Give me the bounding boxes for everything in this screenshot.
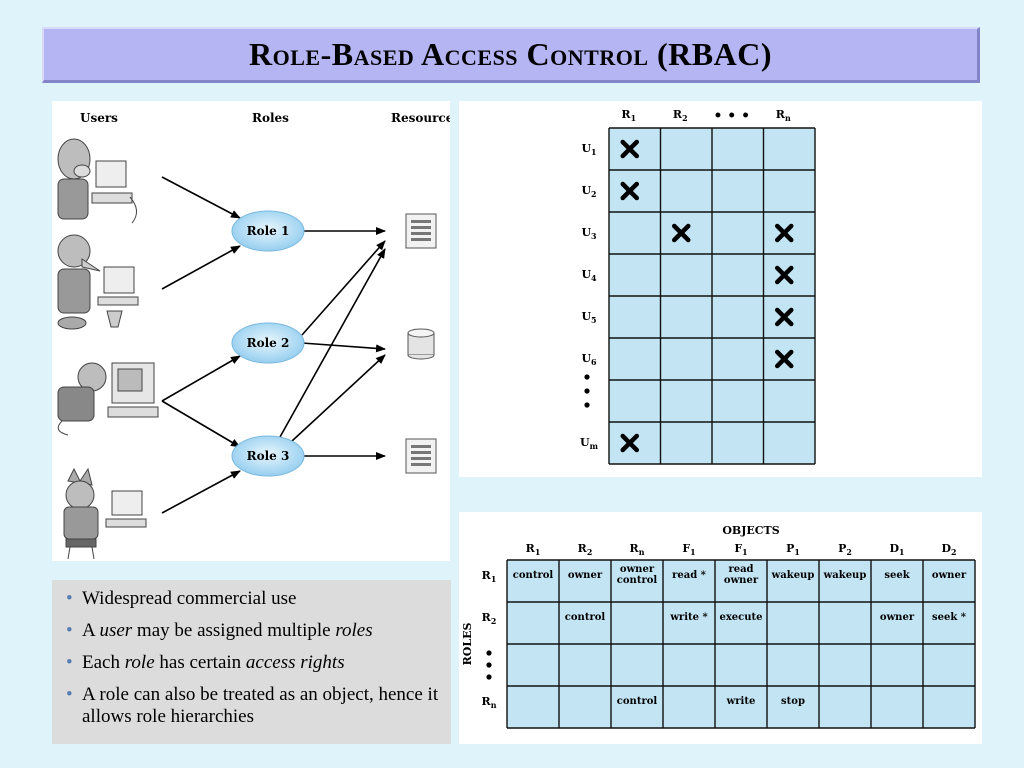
rbac-diagram-panel: Users Roles Resources (52, 101, 460, 561)
matrix-row-ellipsis (584, 374, 590, 408)
assignment-x-mark (775, 307, 794, 327)
resources-header: Resources (391, 111, 450, 125)
assignment-x-mark (620, 139, 639, 159)
role-label-3: Role 3 (247, 449, 290, 463)
role-node-3: Role 3 (231, 435, 305, 477)
bullet-list: Widespread commercial use A user may be a… (62, 588, 441, 728)
role-node-2: Role 2 (231, 322, 305, 364)
access-right-cell: write (726, 696, 756, 707)
document-resource-icon (405, 213, 437, 249)
access-column-header: R1 (526, 542, 541, 557)
access-right-cell: execute (719, 612, 762, 623)
matrix-row-header: U5 (581, 310, 596, 325)
access-right-cell: owner (932, 570, 967, 581)
access-right-cell: read * (672, 570, 707, 581)
access-right-cell: control (513, 570, 554, 581)
assignment-x-mark (672, 223, 691, 243)
access-right-cell: wakeup (823, 570, 867, 581)
matrix-column-header: R2 (673, 108, 688, 123)
bullet-item: Each role has certain access rights (62, 652, 441, 674)
objects-axis-label: OBJECTS (722, 524, 779, 537)
access-right-cell: seek (884, 570, 910, 581)
users-header: Users (80, 111, 118, 125)
access-right-cell: owner (568, 570, 603, 581)
matrix-row-header: U4 (581, 268, 597, 283)
access-column-header: D2 (941, 542, 956, 557)
user-figure-2 (57, 234, 139, 330)
matrix-row-header: Um (580, 436, 599, 451)
bullet-list-panel: Widespread commercial use A user may be a… (52, 580, 451, 744)
access-right-cell: control (565, 612, 606, 623)
matrix-column-header: R1 (621, 108, 636, 123)
access-right-cell: seek * (932, 612, 967, 623)
bullet-item: Widespread commercial use (62, 588, 441, 610)
matrix-column-header: Rn (776, 108, 791, 123)
role-label-2: Role 2 (247, 336, 290, 350)
matrix-row-header: U1 (581, 142, 596, 157)
document-resource-icon (405, 438, 437, 474)
roles-header: Roles (252, 111, 289, 125)
access-column-header: P1 (786, 542, 800, 557)
user-figure-4 (63, 467, 147, 560)
role-label-1: Role 1 (247, 224, 290, 238)
access-right-cell: owner (880, 612, 915, 623)
access-column-header: P2 (838, 542, 852, 557)
matrix-row-header: U2 (581, 184, 596, 199)
role-node-1: Role 1 (231, 210, 305, 252)
rbac-diagram: Users Roles Resources (57, 111, 460, 560)
bullet-item: A role can also be treated as an object,… (62, 684, 441, 728)
access-column-header: R2 (578, 542, 593, 557)
user-figure-1 (57, 138, 137, 224)
access-row-header: R1 (482, 569, 497, 584)
assignment-x-mark (620, 181, 639, 201)
access-column-header: D1 (889, 542, 904, 557)
slide-title: Role-Based Access Control (RBAC) (249, 36, 772, 72)
assignment-x-mark (775, 223, 794, 243)
access-column-header: F1 (682, 542, 695, 557)
matrix-row-header: U6 (581, 352, 597, 367)
assignment-x-mark (775, 349, 794, 369)
user-figure-3 (57, 362, 159, 436)
slide-title-bar: Role-Based Access Control (RBAC) (42, 27, 980, 83)
assignment-x-mark (620, 433, 639, 453)
access-column-header: F1 (734, 542, 747, 557)
access-right-cell: stop (781, 696, 805, 707)
access-row-header: Rn (482, 695, 497, 710)
matrix-row-header: U3 (581, 226, 596, 241)
access-column-header: Rn (630, 542, 645, 557)
database-resource-icon (407, 328, 435, 360)
access-right-cell: control (617, 696, 658, 707)
access-right-cell: write * (669, 612, 708, 623)
access-row-ellipsis (486, 650, 492, 680)
assignment-x-mark (775, 265, 794, 285)
bullet-item: A user may be assigned multiple roles (62, 620, 441, 642)
access-right-cell: wakeup (771, 570, 815, 581)
access-row-header: R2 (482, 611, 497, 626)
matrix-column-ellipsis: • • • (713, 108, 750, 124)
roles-axis-label: ROLES (461, 623, 474, 666)
